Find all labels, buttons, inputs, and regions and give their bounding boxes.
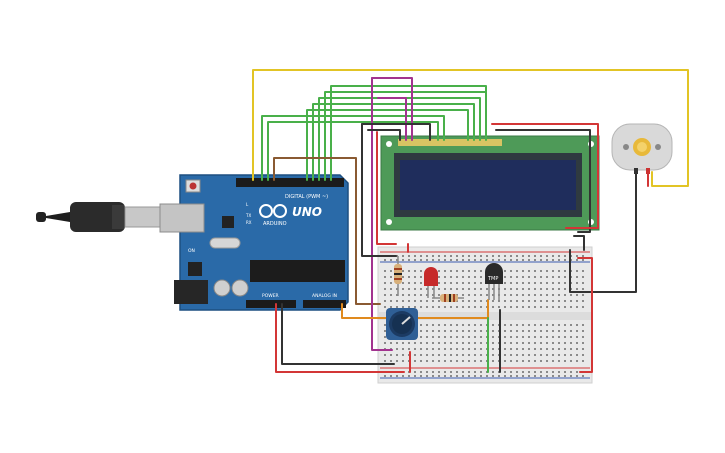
breadboard-holes[interactable] bbox=[384, 255, 584, 377]
usb-cable-icon[interactable] bbox=[36, 202, 161, 232]
wires[interactable] bbox=[252, 69, 689, 373]
tx-label: TX bbox=[245, 213, 251, 218]
board-brand: ARDUINO bbox=[263, 221, 287, 227]
led-icon[interactable] bbox=[424, 267, 438, 298]
lcd-screen bbox=[400, 160, 576, 210]
usb-port bbox=[159, 203, 205, 233]
on-label: ON bbox=[188, 248, 195, 254]
potentiometer-icon[interactable] bbox=[386, 308, 418, 340]
microcontroller-chip bbox=[250, 260, 345, 282]
rx-label: RX bbox=[246, 220, 252, 225]
analog-label: ANALOG IN bbox=[312, 293, 337, 299]
arduino-logo-icon bbox=[259, 204, 287, 218]
digital-label: DIGITAL (PWM ~) bbox=[285, 194, 328, 200]
lcd-display[interactable] bbox=[380, 135, 600, 231]
power-label: POWER bbox=[262, 293, 279, 299]
board-name: UNO bbox=[292, 205, 322, 219]
power-header[interactable] bbox=[246, 300, 296, 308]
resistor-icon[interactable] bbox=[394, 256, 402, 296]
digital-header[interactable] bbox=[236, 178, 344, 187]
analog-header[interactable] bbox=[303, 300, 346, 308]
power-jack bbox=[174, 280, 208, 304]
sensor-label: TMP bbox=[487, 276, 498, 282]
temperature-sensor-icon[interactable]: TMP bbox=[485, 263, 503, 300]
motor-icon[interactable] bbox=[611, 123, 673, 174]
arduino-board[interactable]: UNO ARDUINO DIGITAL (PWM ~) POWER ANALOG… bbox=[159, 174, 349, 311]
l-label: L bbox=[246, 202, 249, 207]
resistor-icon[interactable] bbox=[432, 294, 464, 302]
